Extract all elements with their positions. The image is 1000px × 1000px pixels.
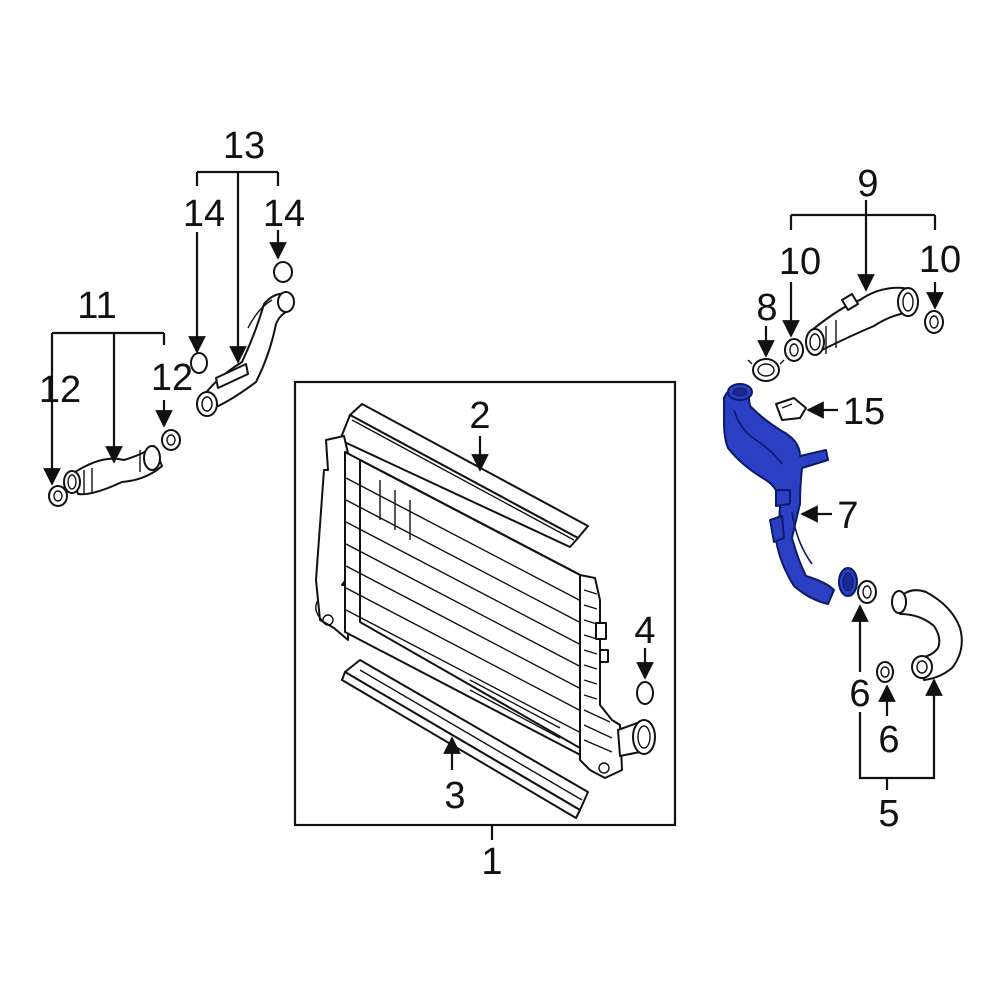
o-ring-12-right[interactable] xyxy=(161,429,181,451)
callout-8: 8 xyxy=(756,287,777,329)
callout-6-lower: 6 xyxy=(878,719,899,761)
sensor-15[interactable] xyxy=(775,397,807,421)
o-ring-6-upper[interactable] xyxy=(857,580,877,604)
o-ring-10-right[interactable] xyxy=(924,310,944,334)
callout-2: 2 xyxy=(469,395,490,437)
callout-7: 7 xyxy=(837,495,858,537)
bracket-11 xyxy=(50,331,166,345)
intercooler-frame xyxy=(293,380,677,827)
bracket-9 xyxy=(789,213,937,230)
callout-14-right: 14 xyxy=(263,193,305,235)
intercooler-pipe-7-highlighted[interactable] xyxy=(723,383,858,605)
callout-12-left: 12 xyxy=(39,369,81,411)
callout-4: 4 xyxy=(634,610,655,652)
callout-12-right: 12 xyxy=(151,357,193,399)
intercooler-assembly-group xyxy=(293,380,677,840)
callout-9: 9 xyxy=(857,163,878,205)
hose-5[interactable] xyxy=(891,589,963,681)
clamp-8[interactable] xyxy=(747,358,785,382)
o-ring-6-lower[interactable] xyxy=(876,661,894,683)
callout-1: 1 xyxy=(481,841,502,883)
o-ring-12-left[interactable] xyxy=(48,485,68,507)
callout-14-left: 14 xyxy=(183,193,225,235)
clip-14-left[interactable] xyxy=(190,352,208,374)
upper-seal-strip[interactable] xyxy=(339,403,589,548)
callout-6-upper: 6 xyxy=(849,673,870,715)
callout-13: 13 xyxy=(223,125,265,167)
o-ring-10-left[interactable] xyxy=(784,338,804,362)
callout-10-left: 10 xyxy=(779,241,821,283)
hose-13[interactable] xyxy=(196,291,295,417)
clip-14-right[interactable] xyxy=(273,261,293,283)
callout-11: 11 xyxy=(77,285,116,327)
callout-5: 5 xyxy=(878,793,899,835)
callout-10-right: 10 xyxy=(919,239,961,281)
callout-3: 3 xyxy=(444,775,465,817)
hose-9[interactable] xyxy=(805,286,919,356)
o-ring-4[interactable] xyxy=(636,681,654,705)
intercooler-core[interactable] xyxy=(315,435,656,779)
bracket-5 xyxy=(858,680,936,780)
callout-15: 15 xyxy=(843,391,885,433)
lower-seal-strip[interactable] xyxy=(341,659,589,819)
